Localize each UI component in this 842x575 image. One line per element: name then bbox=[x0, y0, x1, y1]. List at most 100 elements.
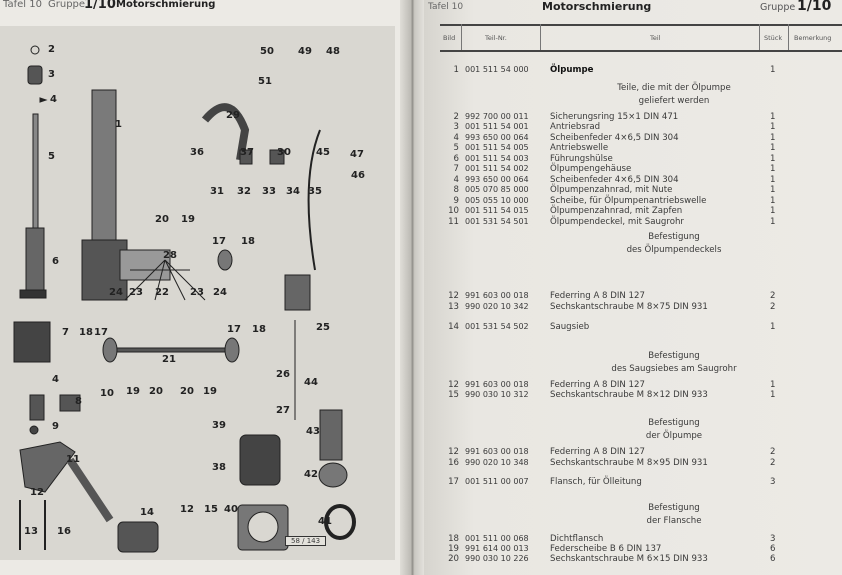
stueck-cell: 2 bbox=[770, 291, 776, 301]
callout-number: 28 bbox=[163, 250, 177, 261]
callout-number: 36 bbox=[190, 147, 204, 158]
bild-cell: 4 bbox=[453, 133, 459, 143]
callout-number: 8 bbox=[75, 396, 82, 407]
teil-cell: Flansch, für Ölleitung bbox=[550, 477, 642, 487]
teil-cell: Federscheibe B 6 DIN 137 bbox=[550, 544, 662, 554]
page-title: Motorschmierung bbox=[542, 0, 652, 13]
teil-nr-cell: 005 070 85 000 bbox=[465, 185, 529, 194]
callout-number: 38 bbox=[212, 462, 226, 473]
teil-cell: Sechskantschraube M 8×95 DIN 931 bbox=[550, 458, 708, 468]
teil-nr-cell: 993 650 00 064 bbox=[465, 133, 529, 142]
section-heading-line: Befestigung bbox=[648, 418, 700, 428]
stueck-cell: 1 bbox=[770, 112, 776, 122]
bild-cell: 12 bbox=[448, 447, 459, 457]
gruppe-number: 1/10 bbox=[797, 0, 832, 14]
teil-nr-cell: 001 511 54 000 bbox=[465, 65, 529, 74]
teil-nr-cell: 001 511 00 007 bbox=[465, 477, 529, 486]
stueck-cell: 1 bbox=[770, 143, 776, 153]
teil-nr-cell: 991 603 00 018 bbox=[465, 447, 529, 456]
teil-nr-cell: 991 603 00 018 bbox=[465, 380, 529, 389]
callout-number: 19 bbox=[203, 386, 217, 397]
callout-number: 33 bbox=[262, 186, 276, 197]
stueck-cell: 2 bbox=[770, 458, 776, 468]
section-heading-line: des Ölpumpendeckels bbox=[626, 245, 722, 255]
column-divider bbox=[788, 24, 789, 50]
callout-number: 50 bbox=[260, 46, 274, 57]
section-heading-line: Teile, die mit der Ölpumpe bbox=[617, 83, 731, 93]
callout-number: 18 bbox=[79, 327, 93, 338]
teil-cell: Scheibe, für Ölpumpenantriebswelle bbox=[550, 196, 707, 206]
bild-cell: 13 bbox=[448, 302, 459, 312]
callout-number: 5 bbox=[48, 151, 55, 162]
teil-cell: Sechskantschraube M 8×75 DIN 931 bbox=[550, 302, 708, 312]
bild-cell: 15 bbox=[448, 390, 459, 400]
teil-cell: Ölpumpe bbox=[550, 65, 594, 75]
column-header-bild: Bild bbox=[443, 34, 456, 42]
stueck-cell: 1 bbox=[770, 322, 776, 332]
callout-number: 21 bbox=[162, 354, 176, 365]
callout-number: 49 bbox=[298, 46, 312, 57]
bild-cell: 4 bbox=[453, 175, 459, 185]
teil-nr-cell: 991 614 00 013 bbox=[465, 544, 529, 553]
stueck-cell: 1 bbox=[770, 175, 776, 185]
callout-number: 48 bbox=[326, 46, 340, 57]
callout-number: 17 bbox=[212, 236, 226, 247]
callout-number: 24 bbox=[109, 287, 123, 298]
stueck-cell: 1 bbox=[770, 164, 776, 174]
callout-number: 19 bbox=[126, 386, 140, 397]
teil-cell: Ölpumpenzahnrad, mit Nute bbox=[550, 185, 673, 195]
teil-cell: Scheibenfeder 4×6,5 DIN 304 bbox=[550, 175, 679, 185]
teil-cell: Antriebsrad bbox=[550, 122, 601, 132]
stueck-cell: 1 bbox=[770, 380, 776, 390]
stueck-cell: 2 bbox=[770, 302, 776, 312]
callout-number: 24 bbox=[213, 287, 227, 298]
bild-cell: 12 bbox=[448, 380, 459, 390]
teil-nr-cell: 001 511 54 002 bbox=[465, 164, 529, 173]
bild-cell: 18 bbox=[448, 534, 459, 544]
bild-cell: 20 bbox=[448, 554, 459, 564]
teil-cell: Antriebswelle bbox=[550, 143, 609, 153]
teil-nr-cell: 001 511 54 001 bbox=[465, 122, 529, 131]
callout-number: 19 bbox=[181, 214, 195, 225]
callout-number: 45 bbox=[316, 147, 330, 158]
callout-number: 27 bbox=[276, 405, 290, 416]
left-page: Tafel 10 Gruppe 1/10 Motorschmierung bbox=[0, 0, 414, 575]
callout-number: 26 bbox=[276, 369, 290, 380]
teil-nr-cell: 990 020 10 348 bbox=[465, 458, 529, 467]
callout-number: 46 bbox=[351, 170, 365, 181]
stueck-cell: 1 bbox=[770, 154, 776, 164]
bild-cell: 5 bbox=[453, 143, 459, 153]
callout-number: 22 bbox=[155, 287, 169, 298]
stueck-cell: 1 bbox=[770, 390, 776, 400]
teil-cell: Ölpumpengehäuse bbox=[550, 164, 632, 174]
stueck-cell: 1 bbox=[770, 206, 776, 216]
callout-number: 31 bbox=[210, 186, 224, 197]
callout-number: 35 bbox=[308, 186, 322, 197]
teil-nr-cell: 001 531 54 502 bbox=[465, 322, 529, 331]
callout-number: 1 bbox=[115, 119, 122, 130]
stueck-cell: 1 bbox=[770, 196, 776, 206]
bild-cell: 2 bbox=[453, 112, 459, 122]
stueck-cell: 1 bbox=[770, 185, 776, 195]
callout-number: 17 bbox=[227, 324, 241, 335]
teil-cell: Federring A 8 DIN 127 bbox=[550, 380, 645, 390]
column-header-stueck: Stück bbox=[764, 34, 783, 42]
tafel-label: Tafel 10 bbox=[3, 0, 42, 10]
teil-nr-cell: 992 700 00 011 bbox=[465, 112, 529, 121]
bild-cell: 11 bbox=[448, 217, 459, 227]
